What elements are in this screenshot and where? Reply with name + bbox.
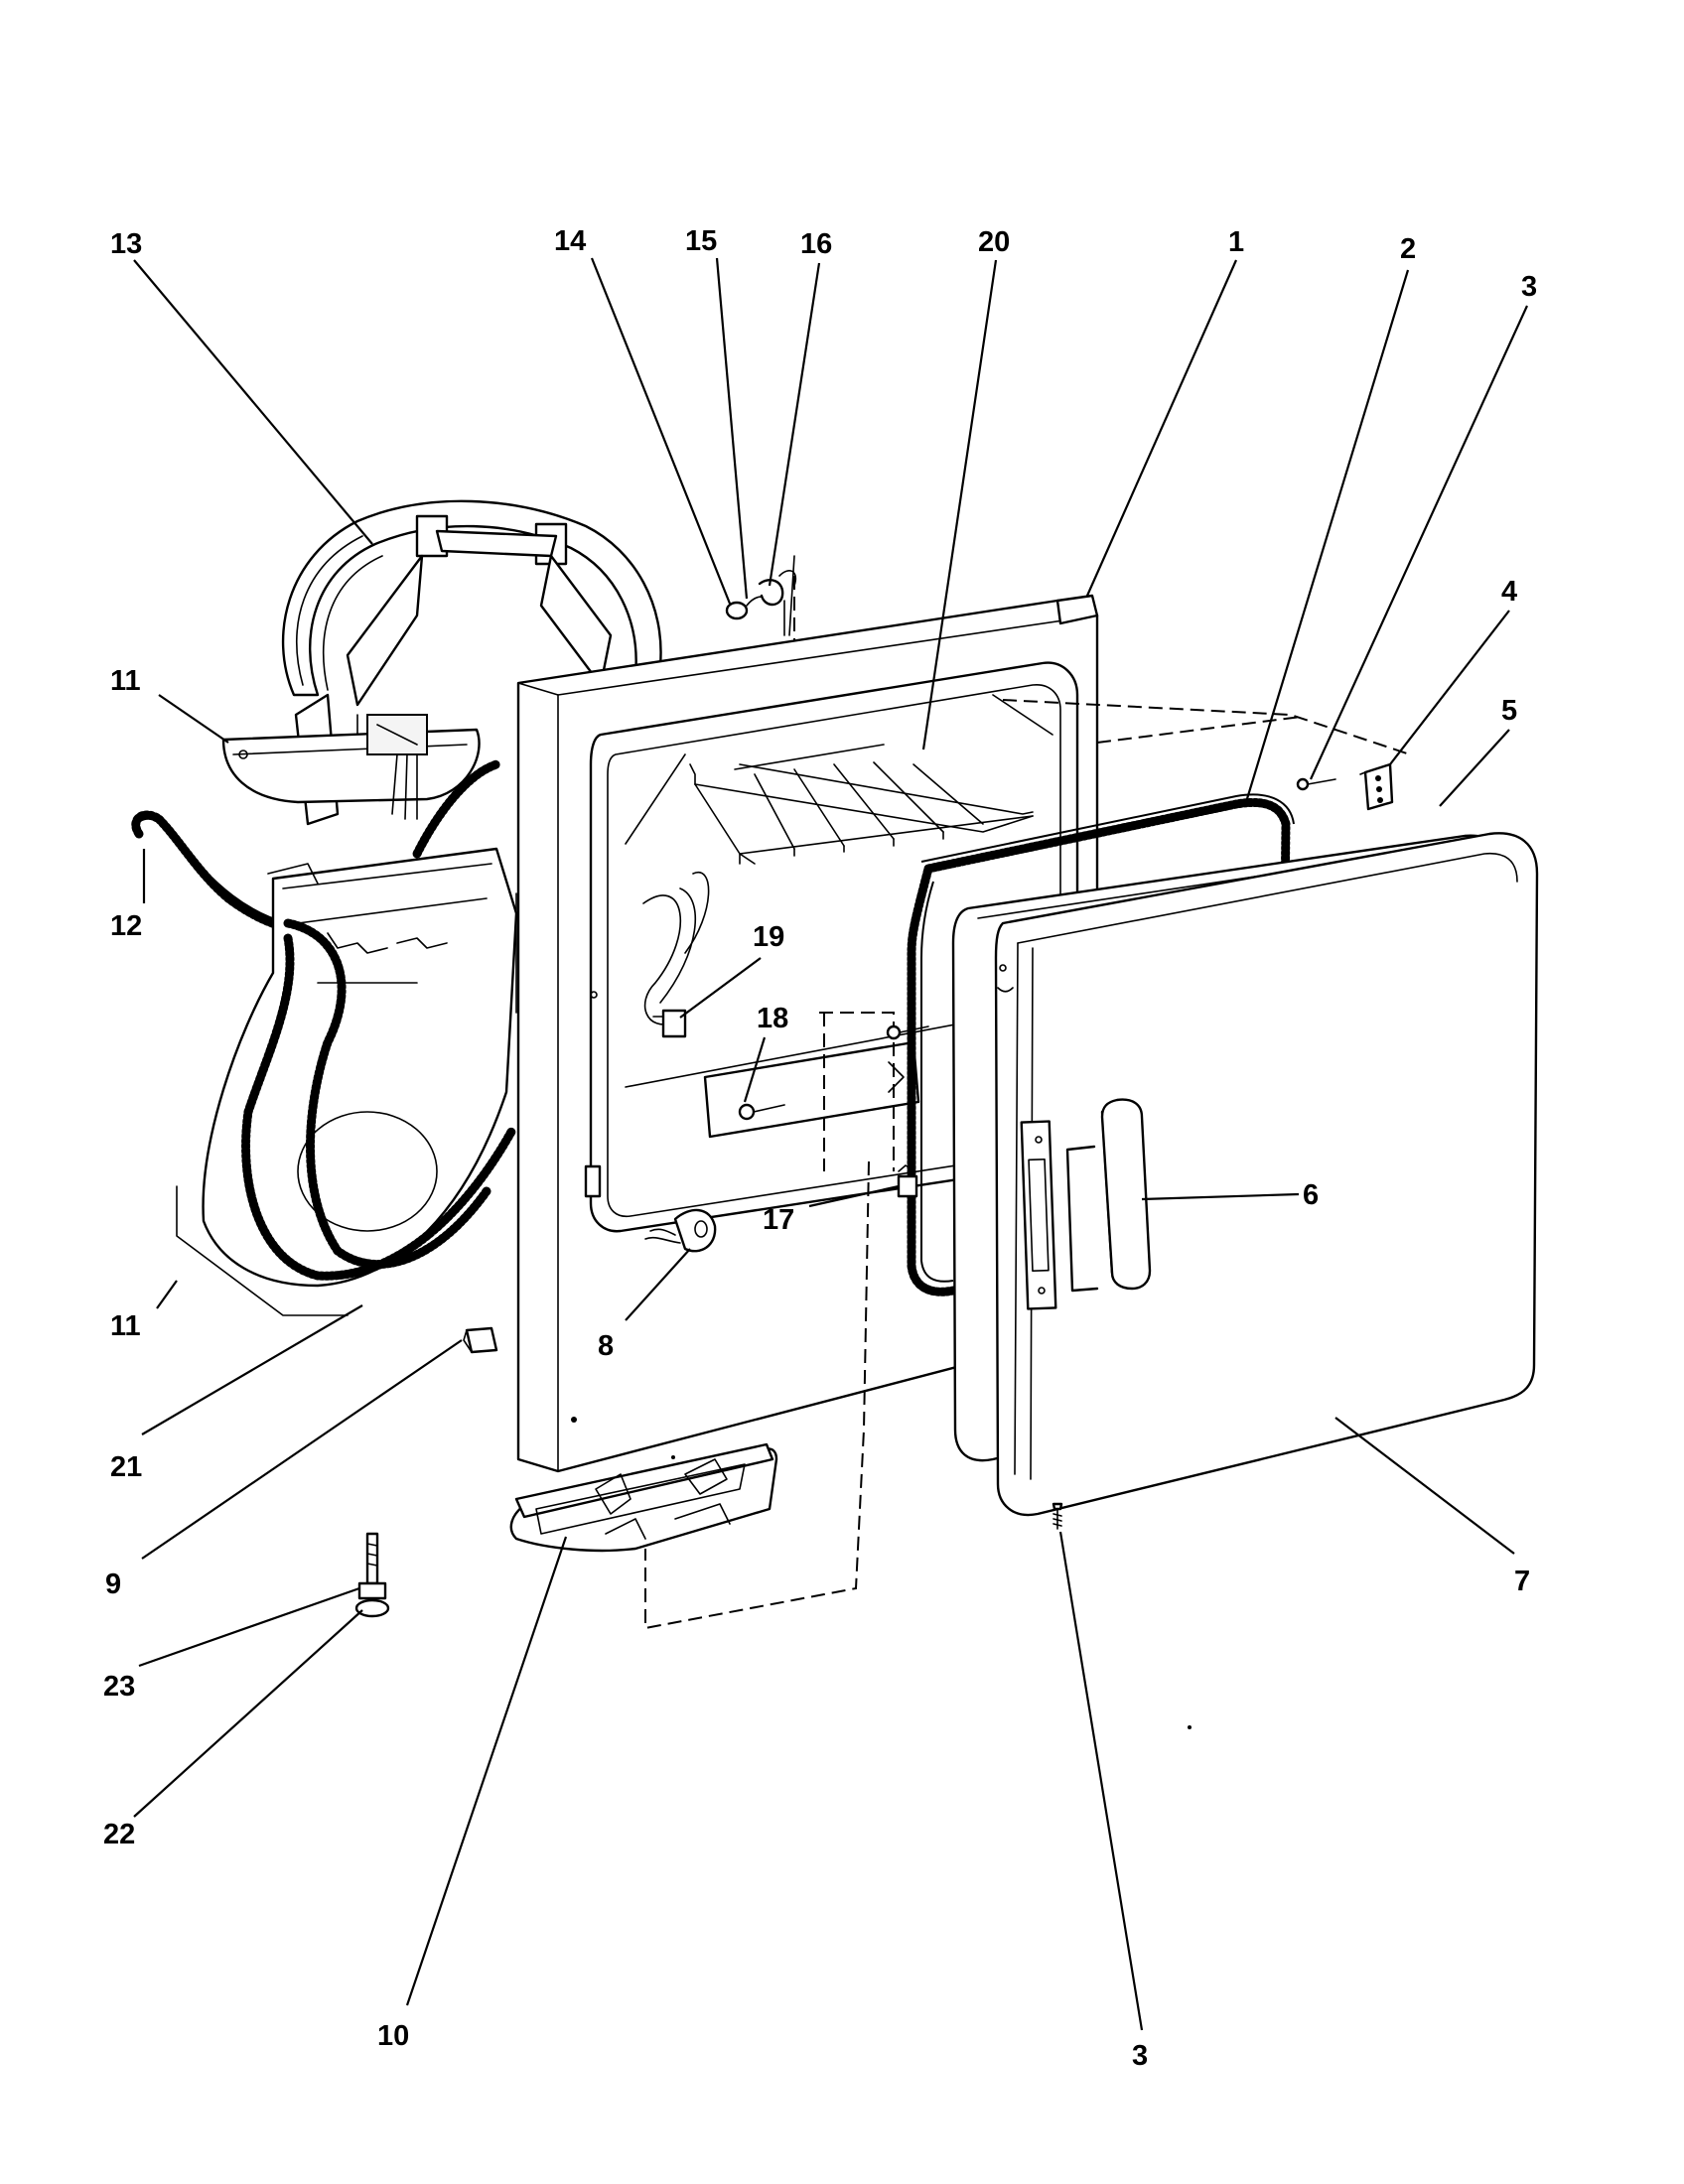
callout-17: 17 <box>763 1204 794 1236</box>
callout-11-lower: 11 <box>110 1310 141 1342</box>
callout-12: 12 <box>110 910 142 942</box>
hinge-pin-switch-parts <box>725 555 797 636</box>
duct-bracket-lines <box>176 1185 349 1316</box>
callout-13: 13 <box>110 228 142 260</box>
gasket-screw-part <box>886 1024 929 1040</box>
felt-seal-strip-part <box>131 810 293 933</box>
callout-5: 5 <box>1501 695 1517 727</box>
door-gasket-part <box>907 793 1295 1297</box>
callout-6: 6 <box>1303 1179 1319 1211</box>
callout-1: 1 <box>1228 226 1244 258</box>
callout-14: 14 <box>554 225 586 257</box>
callout-16: 16 <box>800 228 832 260</box>
hinge-part <box>1359 762 1394 811</box>
clip-part <box>463 1326 498 1354</box>
leader-lines <box>133 257 1529 2031</box>
callout-19: 19 <box>753 921 784 953</box>
bearing-support-upper-part <box>221 714 481 820</box>
drying-rack-part <box>689 744 1034 865</box>
callout-3-top: 3 <box>1521 271 1537 303</box>
callout-labels: 13 14 15 16 20 1 2 3 4 5 11 12 19 18 6 1… <box>103 225 1537 2072</box>
callout-10: 10 <box>377 2020 409 2052</box>
start-switch-part <box>644 1208 717 1253</box>
callout-21: 21 <box>110 1451 142 1483</box>
lint-filter-part <box>509 1442 778 1553</box>
leveling-leg-part <box>354 1532 390 1618</box>
front-bulkhead-part <box>202 847 518 1288</box>
callout-22: 22 <box>103 1819 135 1850</box>
callout-7: 7 <box>1514 1566 1530 1597</box>
callout-18: 18 <box>757 1003 788 1034</box>
screw-top-part <box>1296 777 1336 791</box>
screw-bottom-part <box>1052 1502 1063 1530</box>
callout-4: 4 <box>1501 576 1517 608</box>
callout-2: 2 <box>1400 233 1416 265</box>
callout-9: 9 <box>105 1569 121 1600</box>
door-assembly-part <box>951 832 1539 1517</box>
callout-23: 23 <box>103 1671 135 1703</box>
callout-20: 20 <box>978 226 1010 258</box>
callout-3-bottom: 3 <box>1132 2040 1148 2072</box>
callout-11-upper: 11 <box>110 665 141 697</box>
dot-mark <box>1188 1725 1192 1729</box>
callout-8: 8 <box>598 1330 614 1362</box>
assembly-guide-lines <box>644 576 1411 1630</box>
bulkhead-upper-gasket <box>412 759 501 859</box>
door-catch-part <box>642 871 710 1038</box>
callout-15: 15 <box>685 225 717 257</box>
door-handle-part <box>1020 1098 1152 1310</box>
